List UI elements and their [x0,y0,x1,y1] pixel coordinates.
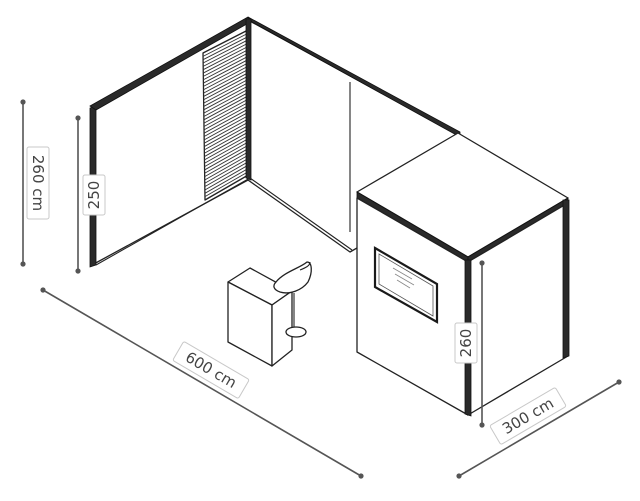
slat-line [204,144,250,171]
slat-line [204,167,251,194]
total-height-label: 260 cm [26,146,50,220]
slat-line [203,68,249,94]
slat-line [204,147,250,174]
floor-edge-back [249,177,353,251]
slatwall-slats [202,32,251,198]
slat-line [204,153,250,181]
slat-line [204,137,250,164]
storage-right-post [562,199,570,359]
slat-line [204,150,250,178]
slat-line [203,62,249,87]
storage-height-label: 260 [454,322,478,364]
slat-line [203,85,249,111]
stool-seat-back [299,261,311,271]
counter-side [271,290,293,367]
slat-line [202,39,249,64]
slat-line [204,117,250,144]
slat-line [204,134,250,161]
wall-height-label: 250 [82,174,106,216]
slat-line [204,160,251,188]
slat-line [203,104,250,131]
slat-line [203,49,249,74]
slat-line [203,52,249,77]
slat-line [204,131,250,157]
total-height-text: 260 cm [29,155,47,211]
slat-line [203,114,250,141]
slat-line [204,157,250,184]
slat-line [203,59,249,84]
slat-line [204,170,251,198]
booth-structure [89,16,570,417]
wall-height-text: 250 [85,181,103,210]
slat-line [203,108,250,134]
slat-line [203,72,249,97]
slat-line [203,45,249,71]
corner-post [245,18,252,181]
slat-line [204,127,250,154]
width-line [42,289,362,477]
storage-height-text: 260 [457,329,475,358]
slat-line [203,91,250,117]
slat-line [203,81,249,107]
bar-stool [273,261,312,338]
stool-base [285,326,307,338]
slat-line [204,140,250,167]
tv-screen-inner [378,253,434,317]
slat-line [203,111,250,137]
slat-line [204,124,250,151]
slat-line [203,101,250,127]
slat-line [203,65,249,91]
slat-line [204,121,250,147]
slat-line [202,36,249,61]
depth-line [458,381,620,477]
slat-line [203,55,249,81]
slat-line [203,75,249,101]
slat-line [203,98,250,124]
slat-line [203,88,250,114]
tv-screen-content [392,267,415,289]
slat-line [204,163,251,191]
slat-line [203,78,249,104]
slat-line [202,42,249,67]
slat-line [203,95,250,121]
floor-edge-left [95,177,251,266]
dimension-lines [20,99,622,479]
tv-screen [373,246,439,324]
slat-line [202,32,249,57]
width-label: 600 cm [172,341,250,399]
